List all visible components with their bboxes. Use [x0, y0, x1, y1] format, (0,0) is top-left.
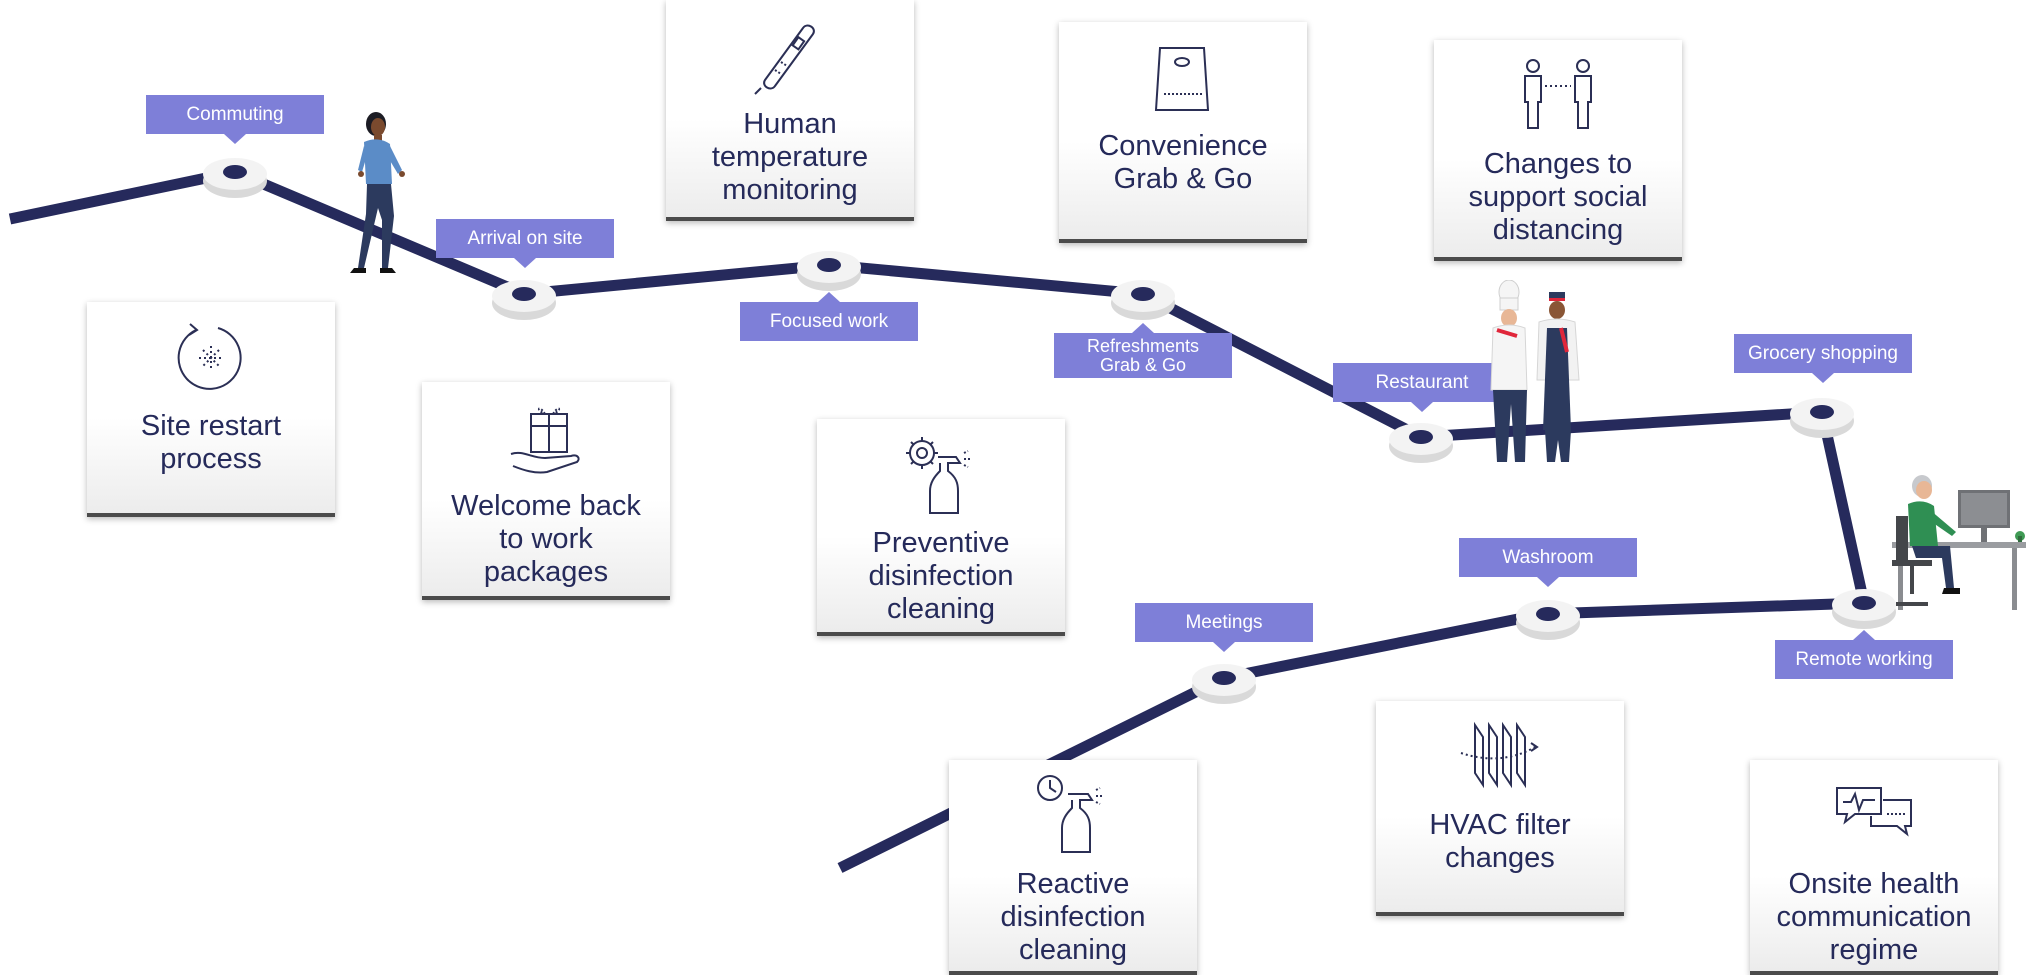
stop-label-focused: Focused work: [740, 292, 918, 341]
gift-in-hand-icon: [501, 392, 591, 482]
stop-label-remote: Remote working: [1775, 630, 1953, 679]
node-refreshments: [1111, 280, 1175, 320]
card-title: Site restart process: [140, 410, 282, 475]
node-arrival: [492, 280, 556, 320]
journey-nodes: [203, 158, 1896, 704]
shopping-bag-icon: [1138, 32, 1228, 122]
card-social-distancing: Changes to support social distancing: [1434, 40, 1682, 261]
card-title: Reactive disinfection cleaning: [1000, 868, 1146, 966]
thermometer-icon: [745, 10, 835, 100]
remote-worker-desk-icon: [1892, 475, 2026, 610]
card-title: Preventive disinfection cleaning: [868, 527, 1014, 625]
card-convenience: Convenience Grab & Go: [1059, 22, 1307, 243]
air-filter-icon: [1455, 711, 1545, 801]
node-washroom: [1516, 600, 1580, 640]
stop-label-grocery: Grocery shopping: [1734, 334, 1912, 383]
card-title: Convenience Grab & Go: [1098, 130, 1268, 195]
stop-label-meetings: Meetings: [1135, 603, 1313, 652]
stop-label-refreshments: Refreshments Grab & Go: [1054, 323, 1232, 378]
node-restaurant: [1389, 423, 1453, 463]
node-grocery: [1790, 398, 1854, 438]
people-distance-icon: [1513, 50, 1603, 140]
card-title: HVAC filter changes: [1429, 809, 1571, 874]
chat-bubbles-icon: [1829, 770, 1919, 860]
card-title: Onsite health communication regime: [1776, 868, 1972, 966]
card-health-comms: Onsite health communication regime: [1750, 760, 1998, 975]
card-site-restart: Site restart process: [87, 302, 335, 517]
card-title: Human temperature monitoring: [711, 108, 869, 206]
node-remote: [1832, 589, 1896, 629]
node-meetings: [1192, 664, 1256, 704]
card-hvac: HVAC filter changes: [1376, 701, 1624, 916]
card-reactive: Reactive disinfection cleaning: [949, 760, 1197, 975]
card-temperature: Human temperature monitoring: [666, 0, 914, 221]
stop-label-restaurant: Restaurant: [1333, 363, 1511, 412]
node-commuting: [203, 158, 267, 198]
restart-cycle-icon: [166, 312, 256, 402]
card-title: Welcome back to work packages: [451, 490, 641, 588]
card-preventive: Preventive disinfection cleaning: [817, 419, 1065, 636]
card-welcome-back: Welcome back to work packages: [422, 382, 670, 600]
spray-bottle-clock-icon: [1028, 770, 1118, 860]
spray-bottle-gear-icon: [896, 429, 986, 519]
chef-pair-icon: [1490, 280, 1580, 462]
stop-label-washroom: Washroom: [1459, 538, 1637, 587]
card-title: Changes to support social distancing: [1468, 148, 1648, 246]
walking-person-icon: [350, 112, 405, 273]
stop-label-arrival: Arrival on site: [436, 219, 614, 268]
node-focused: [797, 251, 861, 291]
stop-label-commuting: Commuting: [146, 95, 324, 144]
